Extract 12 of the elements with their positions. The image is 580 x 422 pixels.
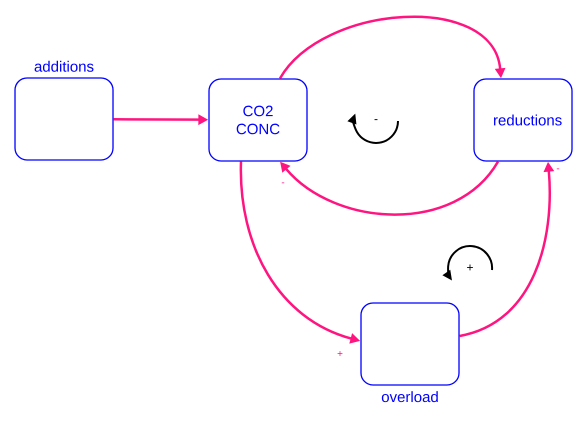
loop-sign: - <box>374 119 378 120</box>
edge-label: + <box>338 351 342 356</box>
stock-box: additions <box>14 60 114 161</box>
arrow <box>279 16 506 80</box>
stock-box: reductions <box>473 78 573 162</box>
edge-label: - <box>556 168 560 170</box>
node-label: overload <box>382 391 438 402</box>
stock-box: CO2 CONC <box>208 78 308 162</box>
node-label: additions <box>34 60 94 72</box>
loop-sign: + <box>467 264 473 270</box>
edge-label: - <box>282 182 284 184</box>
stock-box: overload <box>360 302 460 402</box>
